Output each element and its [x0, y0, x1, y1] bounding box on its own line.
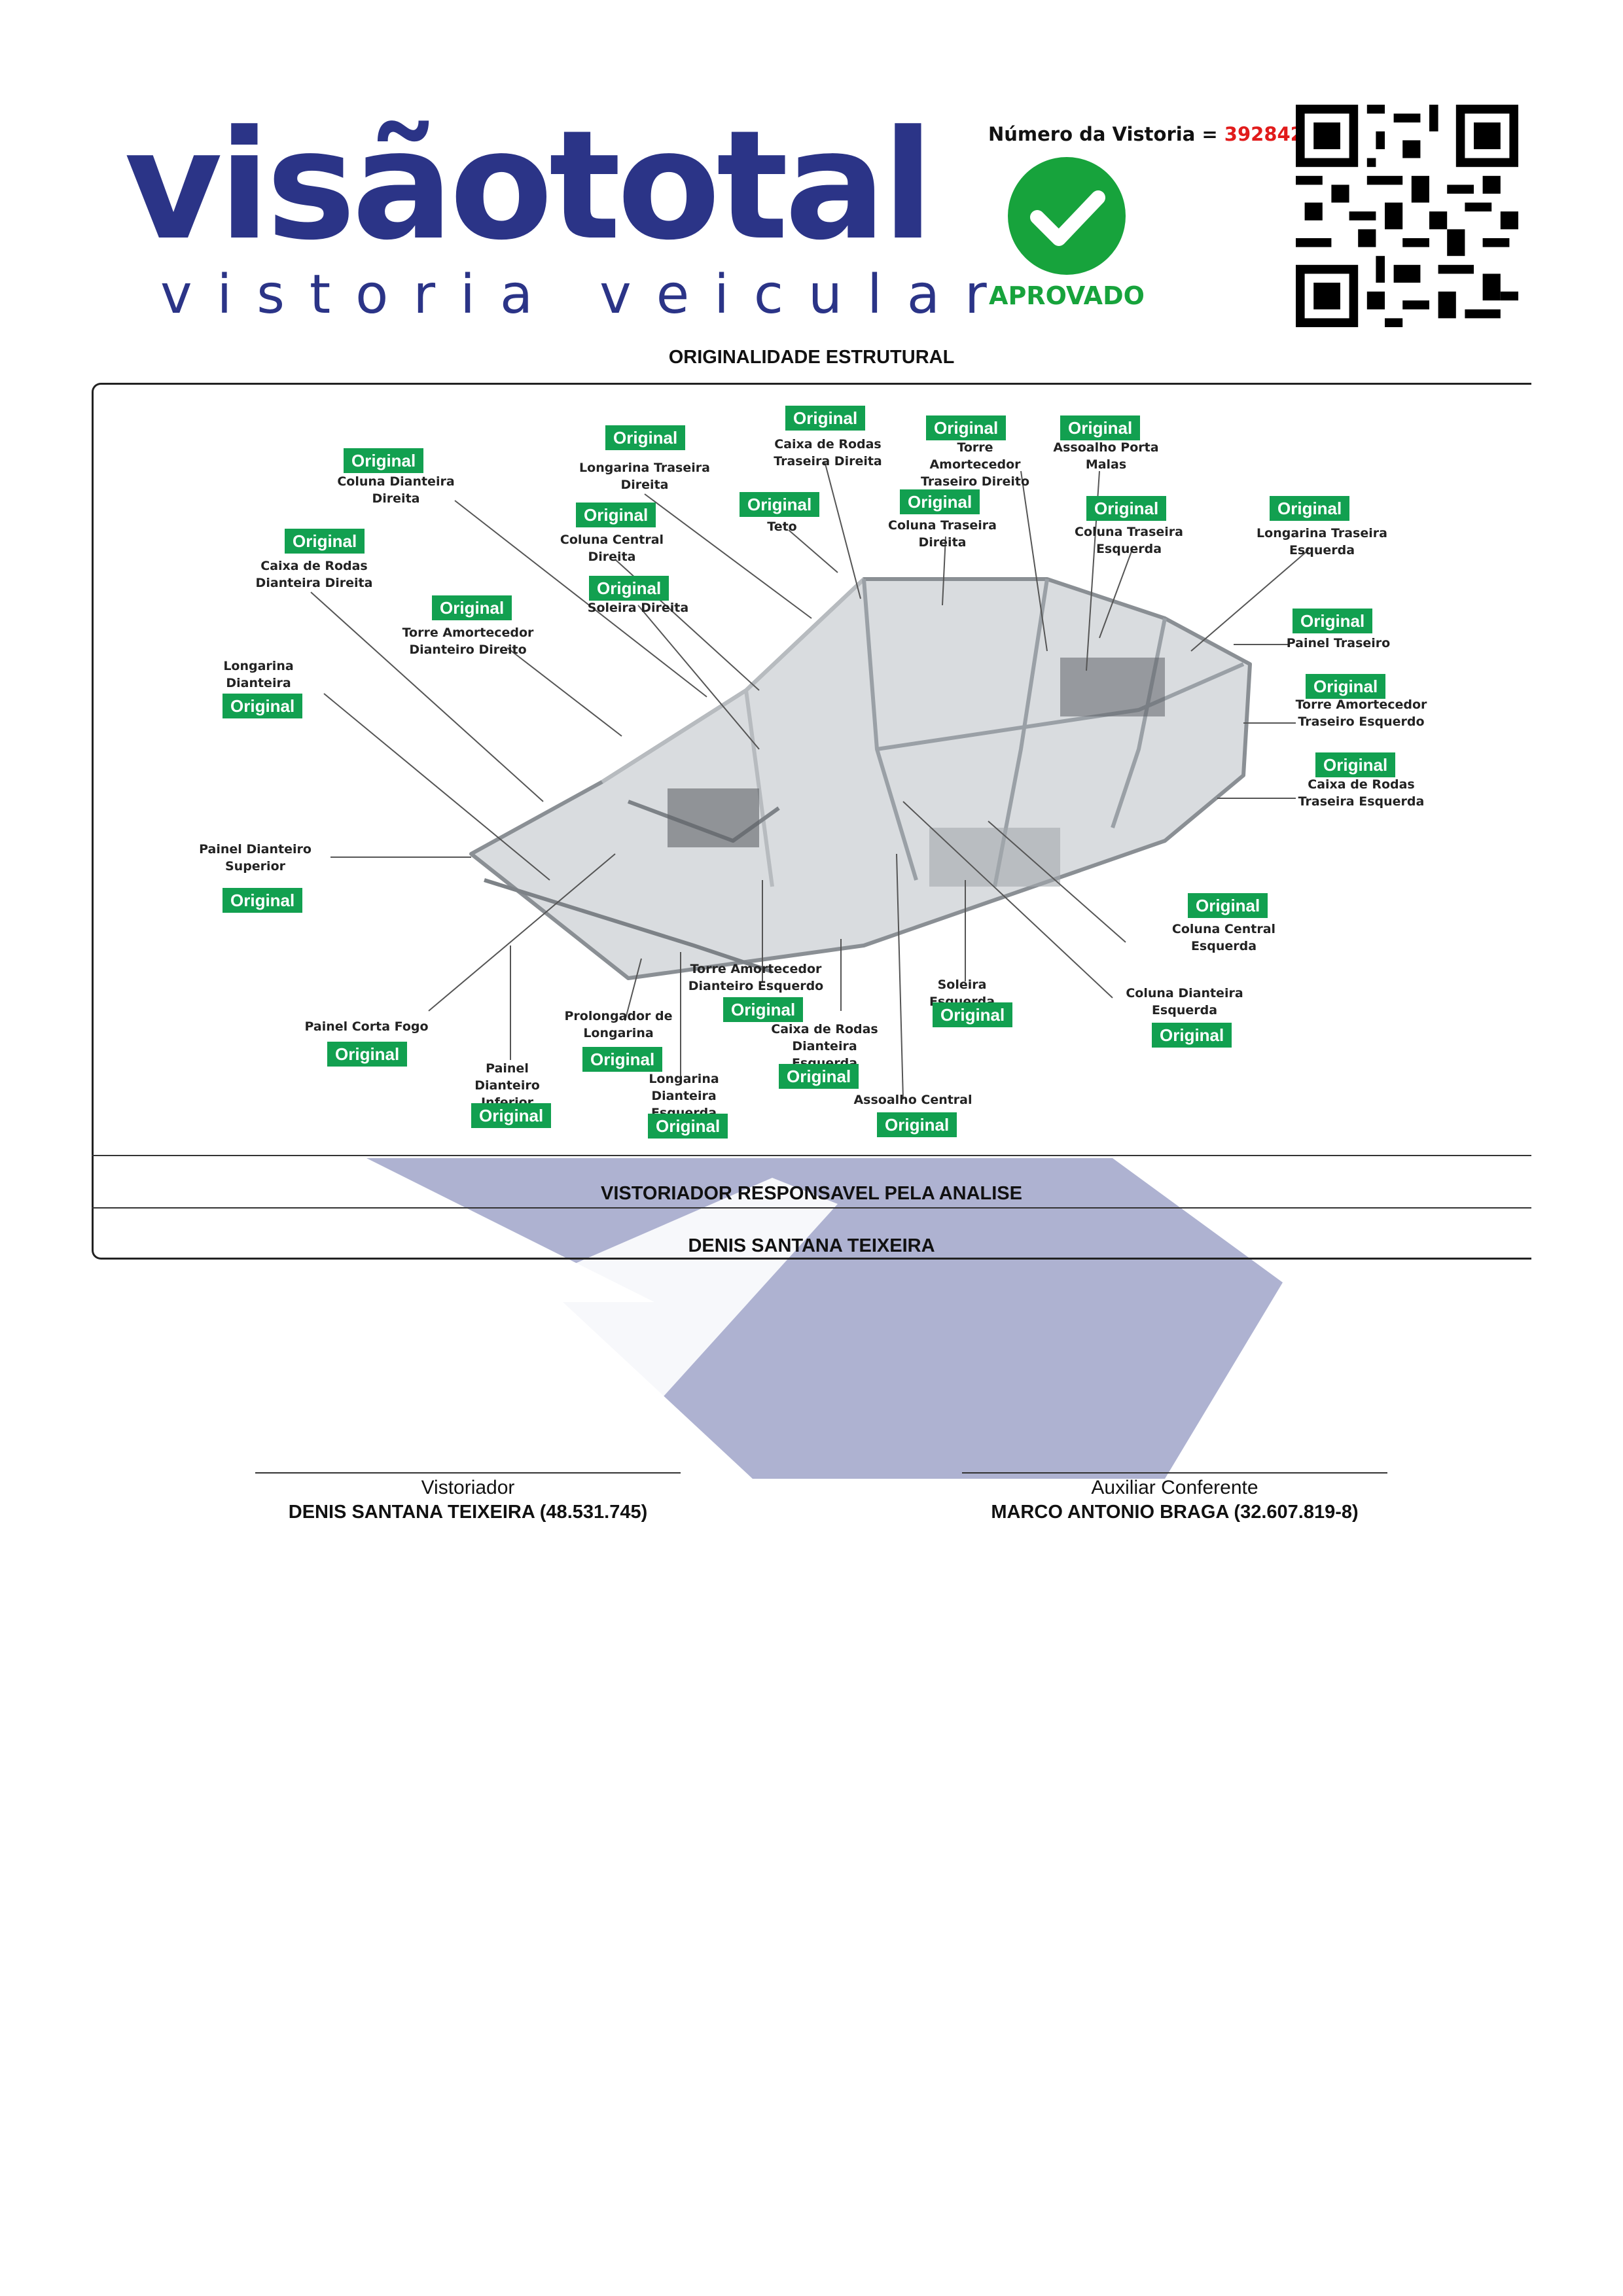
part-label: Caixa de Rodas Traseira Direita [774, 437, 882, 468]
status-badge: Original [285, 529, 365, 554]
part-label: Coluna Central Direita [560, 533, 664, 564]
status-badge: Original [723, 997, 804, 1022]
car-body-diagram [310, 461, 1310, 1100]
divider [92, 1207, 1531, 1209]
status-badge: Original [740, 492, 820, 517]
part-label: Caixa de Rodas Dianteira Direita [255, 559, 373, 590]
part-label: Torre Amortecedor Dianteiro Esquerdo [688, 962, 824, 993]
status-badge: Original [779, 1064, 859, 1089]
part-label: Caixa de Rodas Traseira Esquerda [1298, 777, 1425, 809]
status-badge: Original [1293, 609, 1373, 633]
status-badge: Original [223, 694, 303, 718]
vistoria-number: Número da Vistoria = 3928426 [988, 123, 1317, 145]
status-badge: Original [877, 1112, 957, 1137]
approved-status: APROVADO [989, 281, 1145, 310]
divider [92, 1155, 1531, 1156]
qr-code[interactable] [1296, 105, 1518, 327]
approved-check-icon [1008, 157, 1126, 275]
status-badge: Original [933, 1002, 1013, 1027]
part-label: Painel Corta Fogo [304, 1019, 429, 1034]
status-badge: Original [1188, 893, 1268, 918]
status-badge: Original [785, 406, 866, 431]
status-badge: Original [1152, 1023, 1232, 1048]
structure-panel [92, 383, 1531, 1260]
status-badge: Original [605, 425, 686, 450]
status-badge: Original [223, 888, 303, 913]
vistoria-number-label: Número da Vistoria = [988, 123, 1224, 145]
part-label: Coluna Dianteira Esquerda [1126, 986, 1243, 1017]
status-badge: Original [576, 503, 656, 527]
status-badge: Original [900, 489, 980, 514]
part-label: Torre Amortecedor Dianteiro Direito [402, 626, 534, 657]
status-badge: Original [344, 448, 424, 473]
status-badge: Original [1306, 674, 1386, 699]
part-label: Coluna Dianteira Direita [337, 474, 455, 506]
part-label: Teto [767, 520, 797, 534]
status-badge: Original [589, 576, 669, 601]
part-label: Longarina Traseira Esquerda [1257, 526, 1387, 557]
part-label: Longarina Traseira Direita [579, 461, 710, 492]
status-badge: Original [471, 1103, 552, 1128]
signature-line [255, 1472, 681, 1474]
part-label: Coluna Traseira Esquerda [1075, 525, 1183, 556]
part-label: Assoalho Porta Malas [1053, 440, 1159, 472]
part-label: Assoalho Central [853, 1093, 972, 1107]
section-title: ORIGINALIDADE ESTRUTURAL [668, 347, 955, 368]
part-label: Soleira Direita [587, 601, 689, 615]
status-badge: Original [432, 595, 512, 620]
status-badge: Original [926, 415, 1007, 440]
signature-name: DENIS SANTANA TEIXEIRA (48.531.745) [288, 1502, 648, 1523]
signature-role: Auxiliar Conferente [1091, 1477, 1258, 1498]
status-badge: Original [327, 1042, 408, 1067]
status-badge: Original [648, 1114, 728, 1139]
status-badge: Original [1086, 496, 1167, 521]
part-label: Prolongador de Longarina [564, 1009, 673, 1040]
signature-role: Vistoriador [421, 1477, 515, 1498]
part-label: Torre Amortecedor Traseiro Esquerdo [1295, 698, 1427, 729]
part-label: Coluna Central Esquerda [1171, 922, 1276, 953]
status-badge: Original [582, 1047, 663, 1072]
analyst-name: DENIS SANTANA TEIXEIRA [688, 1235, 935, 1256]
part-label: Coluna Traseira Direita [888, 518, 997, 550]
status-badge: Original [1060, 415, 1141, 440]
brand-logo: visãototal [124, 99, 934, 274]
signature-name: MARCO ANTONIO BRAGA (32.607.819-8) [991, 1502, 1359, 1523]
part-label: Painel Traseiro [1286, 636, 1391, 650]
brand-tagline: vistoria veicular [160, 264, 1012, 326]
analysis-heading: VISTORIADOR RESPONSAVEL PELA ANALISE [600, 1183, 1022, 1204]
status-badge: Original [1315, 752, 1396, 777]
part-label: Torre Amortecedor Traseiro Direito [921, 440, 1029, 489]
part-label: Painel Dianteiro Superior [199, 842, 312, 874]
signature-line [962, 1472, 1387, 1474]
status-badge: Original [1270, 496, 1350, 521]
